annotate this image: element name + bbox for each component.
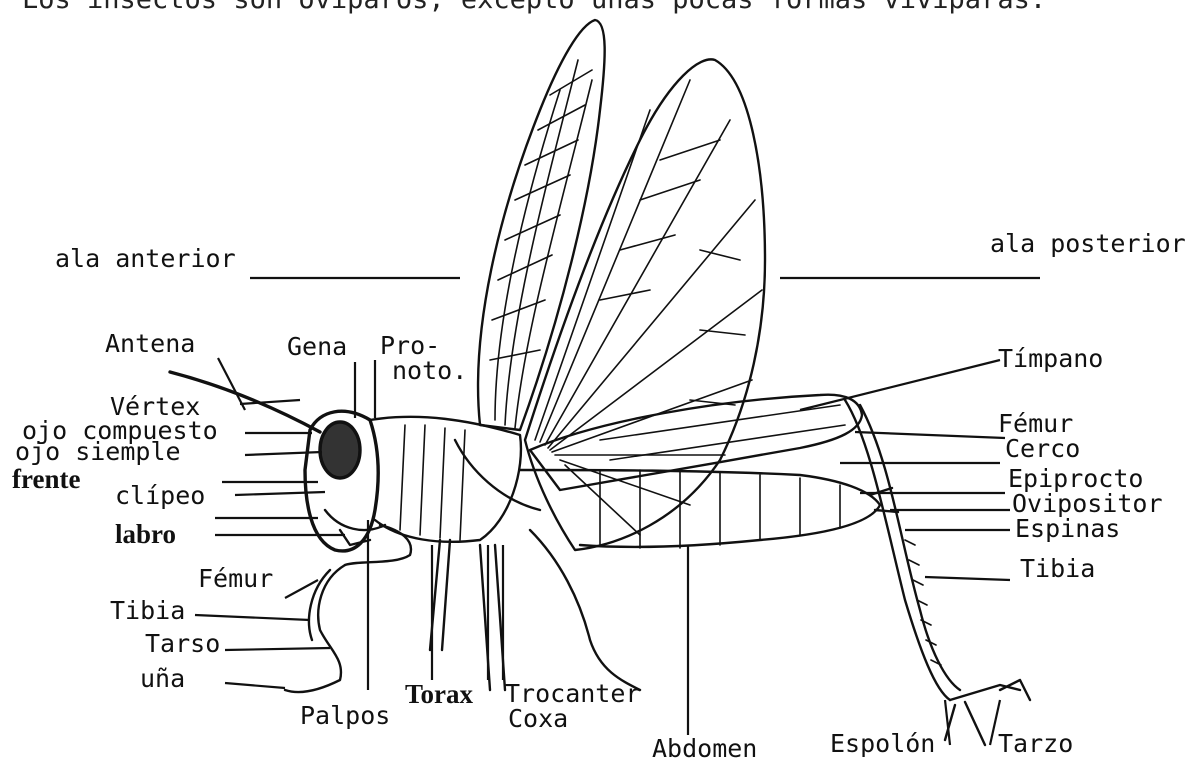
label-timpano: Tímpano xyxy=(998,345,1103,373)
label-tarso: Tarso xyxy=(145,630,220,658)
label-ojo-simple: ojo siemple xyxy=(15,438,181,466)
label-cerco: Cerco xyxy=(1005,435,1080,463)
label-antena: Antena xyxy=(105,330,195,358)
label-tibia-front: Tibia xyxy=(110,597,185,625)
label-una: uña xyxy=(140,665,185,693)
label-ala-anterior: ala anterior xyxy=(55,245,236,273)
label-torax: Torax xyxy=(405,680,473,708)
label-espolon: Espolón xyxy=(830,730,935,758)
thorax xyxy=(370,417,540,542)
label-tibia-hind: Tibia xyxy=(1020,555,1095,583)
label-coxa: Coxa xyxy=(508,705,568,733)
abdomen xyxy=(520,470,898,548)
label-abdomen: Abdomen xyxy=(652,735,757,763)
forewing xyxy=(478,20,605,430)
label-tarzo: Tarzo xyxy=(998,730,1073,758)
label-ala-posterior: ala posterior xyxy=(990,230,1186,258)
middle-leg xyxy=(430,530,640,690)
label-palpos: Palpos xyxy=(300,702,390,730)
label-frente: frente xyxy=(12,465,80,493)
label-espinas: Espinas xyxy=(1015,515,1120,543)
label-femur-front: Fémur xyxy=(198,565,273,593)
label-labro: labro xyxy=(115,520,176,548)
label-pronoto-line2: noto. xyxy=(392,357,467,385)
label-clipeo: clípeo xyxy=(115,482,205,510)
label-gena: Gena xyxy=(287,333,347,361)
hind-tibia xyxy=(845,400,1030,745)
